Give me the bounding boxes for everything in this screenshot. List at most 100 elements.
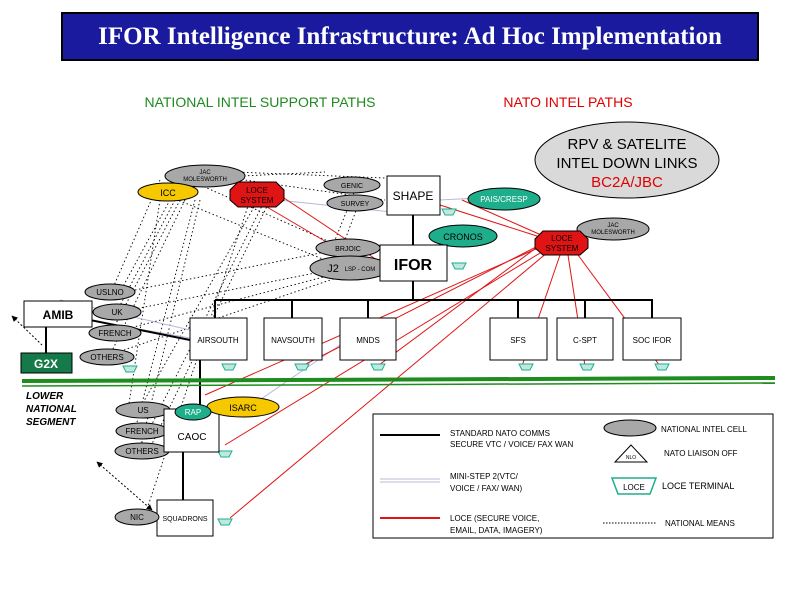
jac-right-cell: JAC MOLESWORTH [576,217,650,241]
downlinks-line3: BC2A/JBC [591,174,663,191]
legend-nato-liaison: NATO LIAISON OFF [664,449,738,458]
pais-cell: PAIS/CRESP [467,187,541,211]
j2-cell: J2 LSP - COM [309,255,391,281]
legend-ministep-line2: VOICE / FAX/ WAN) [450,484,522,493]
g2x-label: G2X [34,357,58,371]
j2-sublabel: LSP - COM [345,267,376,273]
legend-national-means: NATIONAL MEANS [665,519,735,528]
uk-cell: UK [92,303,142,321]
icc-label: ICC [160,188,176,198]
us-low-label: US [137,406,148,415]
loce-right-sub: SYSTEM [546,244,579,253]
ifor-loce-terminal-icon [451,262,467,270]
pais-label: PAIS/CRESP [480,195,527,204]
brjoic-label: BRJOIC [335,246,361,253]
amib-node: AMIB [23,300,93,328]
rap-label: RAP [185,408,201,417]
legend-national-cell: NATIONAL INTEL CELL [661,425,748,434]
ifor-node: IFOR [379,244,448,282]
uk-label: UK [111,308,123,317]
sfs-label: SFS [510,336,526,345]
downlinks-line2: INTEL DOWN LINKS [556,155,697,172]
nic-label: NIC [130,513,144,522]
us-low-cell: US [115,401,171,419]
mnds-node: MNDS [339,317,397,361]
airsouth-node: AIRSOUTH [189,317,248,361]
shape-loce-terminal-icon [441,208,457,216]
jac-right-label: JAC [607,223,619,229]
brjoic-cell: BRJOIC [315,238,381,258]
genic-cell: GENIC [323,176,381,194]
cronos-label: CRONOS [443,232,483,242]
loce-left-cell: LOCE SYSTEM [229,181,285,208]
others-cell: OTHERS [79,348,135,366]
jac-top-label: JAC [199,170,211,176]
mnds-label: MNDS [356,336,380,345]
jac-top-cell: JAC MOLESWORTH [164,164,246,188]
cspt-label: C-SPT [573,336,597,345]
legend: STANDARD NATO COMMS SECURE VTC / VOICE/ … [372,413,774,539]
sfs-node: SFS [489,317,548,361]
nic-cell: NIC [114,508,160,526]
legend-loce-terminal-icon [610,477,658,495]
cspt-node: C-SPT [556,317,614,361]
legend-nlo-symbol: NLO [626,455,636,461]
legend-loce-symbol: LOCE [623,483,645,492]
legend-loce-terminal: LOCE TERMINAL [662,481,734,491]
squadrons-label: SQUADRONS [162,516,207,523]
survey-label: SURVEY [341,201,370,208]
french-label: FRENCH [98,329,132,338]
isarc-label: ISARC [229,403,257,413]
navsouth-label: NAVSOUTH [271,336,315,345]
legend-nato-liaison-icon [613,444,649,463]
isarc-cell: ISARC [206,396,280,418]
page-title: IFOR Intelligence Infrastructure: Ad Hoc… [61,12,759,61]
national-heading: NATIONAL INTEL SUPPORT PATHS [144,94,375,110]
survey-cell: SURVEY [326,194,384,212]
jac-top-sub: MOLESWORTH [183,177,227,183]
legend-national-cell-icon [603,419,657,437]
lower-segment-line3: SEGMENT [26,417,76,428]
loce-right-cell: LOCE SYSTEM [534,230,589,256]
nato-heading: NATO INTEL PATHS [503,94,632,110]
ifor-label: IFOR [394,257,433,274]
uslno-cell: USLNO [84,283,136,301]
french-cell: FRENCH [88,324,142,342]
shape-node: SHAPE [386,175,441,216]
downlinks-cloud: RPV & SATELITE INTEL DOWN LINKS BC2A/JBC [534,121,720,199]
others-low-cell: OTHERS [114,442,170,460]
downlinks-line1: RPV & SATELITE [568,136,687,153]
navsouth-node: NAVSOUTH [263,317,323,361]
lower-segment-label: LOWER NATIONAL SEGMENT [26,391,77,428]
lower-segment-line2: NATIONAL [26,404,77,415]
icc-cell: ICC [137,182,199,202]
others-low-label: OTHERS [125,447,158,456]
loce-left-label: LOCE [246,186,268,195]
shape-label: SHAPE [393,189,434,203]
legend-loce-line2: EMAIL, DATA, IMAGERY) [450,526,543,535]
socifor-node: SOC IFOR [622,317,682,361]
rap-cell: RAP [174,403,212,421]
uslno-label: USLNO [96,288,124,297]
lower-segment-line1: LOWER [26,391,64,402]
j2-label: J2 [327,263,339,275]
airsouth-label: AIRSOUTH [197,336,239,345]
loce-right-label: LOCE [551,234,573,243]
legend-standard-line2: SECURE VTC / VOICE/ FAX WAN [450,440,574,449]
squadrons-node: SQUADRONS [156,499,214,537]
loce-left-sub: SYSTEM [241,196,274,205]
legend-ministep-line1: MINI-STEP 2(VTC/ [450,472,519,481]
amib-label: AMIB [43,308,74,322]
french-low-label: FRENCH [125,427,159,436]
component-loce-terminal-icons [122,363,670,526]
socifor-label: SOC IFOR [633,336,672,345]
legend-standard-line1: STANDARD NATO COMMS [450,429,550,438]
others-label: OTHERS [90,353,123,362]
french-low-cell: FRENCH [115,422,169,440]
cronos-cell: CRONOS [428,224,498,248]
g2x-node: G2X [20,352,73,374]
caoc-label: CAOC [178,432,207,443]
jac-right-sub: MOLESWORTH [591,230,635,236]
amib-arrows [11,315,153,511]
